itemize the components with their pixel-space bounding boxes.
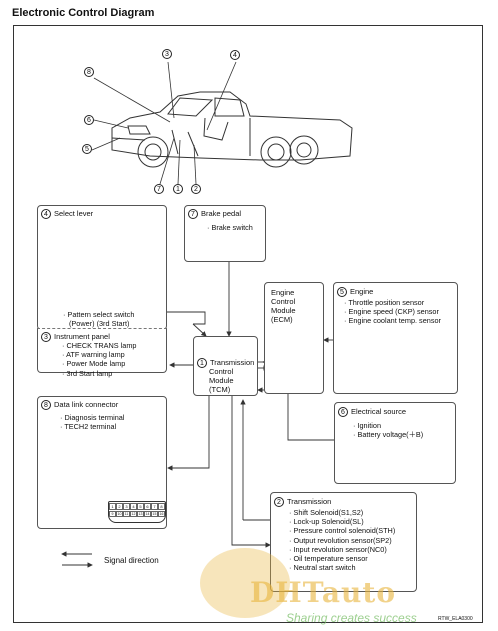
image-code: RTW_ELA0300 bbox=[438, 616, 473, 622]
list-item: · Engine speed (CKP) sensor bbox=[344, 307, 439, 317]
tcm-line-2: Control bbox=[209, 367, 234, 376]
callout-2: 2 bbox=[191, 184, 201, 194]
watermark-logo-mark bbox=[200, 548, 290, 618]
list-item: · Output revolution sensor(SP2) bbox=[289, 535, 392, 545]
dlc-pin: 10 bbox=[116, 511, 123, 517]
transmission-items: · Shift Solenoid(S1,S2) · Lock-up Soleno… bbox=[289, 508, 395, 572]
list-item: · Engine coolant temp. sensor bbox=[344, 316, 441, 326]
dlc-pin: 9 bbox=[109, 511, 116, 517]
list-item: · CHECK TRANS lamp bbox=[62, 341, 137, 350]
callout-8: 8 bbox=[84, 67, 94, 77]
list-item: · Shift Solenoid(S1,S2) bbox=[289, 508, 364, 517]
select-lever-items: · Pattern select switch (Power) (3rd Sta… bbox=[63, 310, 134, 328]
list-item: · Oil temperature sensor bbox=[289, 554, 368, 564]
instrument-panel-items: · CHECK TRANS lamp · ATF warning lamp · … bbox=[62, 341, 136, 378]
list-item: · Power Mode lamp bbox=[62, 359, 126, 369]
dlc-pin: 15 bbox=[151, 511, 158, 517]
dlc-pin: 3 bbox=[123, 503, 130, 510]
select-lever-number: 4 bbox=[41, 209, 51, 219]
ecm-line-1: Engine bbox=[271, 288, 295, 297]
list-item: · Lock-up Solenoid(SL) bbox=[289, 517, 364, 527]
list-item: · Pattern select switch bbox=[63, 310, 135, 319]
electrical-source-items: · Ignition · Battery voltage(＋B) bbox=[353, 421, 423, 439]
dlc-pin: 16 bbox=[158, 511, 165, 517]
callout-3: 3 bbox=[162, 49, 172, 59]
callout-6: 6 bbox=[84, 115, 94, 125]
watermark-brand: DHTauto bbox=[250, 576, 397, 609]
list-item: · TECH2 terminal bbox=[60, 422, 117, 432]
dlc-pin: 12 bbox=[130, 511, 137, 517]
page-title: Electronic Control Diagram bbox=[12, 7, 155, 19]
list-item: · 3rd Start lamp bbox=[62, 368, 113, 378]
brake-pedal-items: · Brake switch bbox=[207, 223, 253, 232]
list-item: · ATF warning lamp bbox=[62, 350, 125, 360]
callout-5: 5 bbox=[82, 144, 92, 154]
list-item: · Input revolution sensor(NC0) bbox=[289, 544, 387, 554]
diagram-frame bbox=[13, 25, 483, 623]
callout-1: 1 bbox=[173, 184, 183, 194]
watermark-tagline: Sharing creates success bbox=[286, 611, 417, 625]
dlc-pin: 14 bbox=[144, 511, 151, 517]
list-item: · Brake switch bbox=[207, 223, 253, 232]
dlc-pin: 13 bbox=[137, 511, 144, 517]
list-item: · Throttle position sensor bbox=[344, 298, 425, 307]
callout-7: 7 bbox=[154, 184, 164, 194]
tcm-line-3: Module bbox=[209, 376, 234, 385]
tcm-line-4: (TCM) bbox=[209, 385, 231, 394]
dlc-connector: 1 2 3 4 5 6 7 8 9 10 11 12 13 14 15 16 bbox=[108, 501, 166, 523]
ecm-line-4: (ECM) bbox=[271, 315, 293, 324]
dlc-pin: 11 bbox=[123, 511, 130, 517]
dlc-pin: 4 bbox=[130, 503, 137, 510]
engine-items: · Throttle position sensor · Engine spee… bbox=[344, 298, 441, 326]
list-item: (Power) (3rd Start) bbox=[69, 319, 130, 329]
list-item: · Diagnosis terminal bbox=[60, 413, 125, 422]
dlc-pin: 7 bbox=[151, 503, 158, 510]
callout-4: 4 bbox=[230, 50, 240, 60]
ecm-box: Engine Control Module (ECM) bbox=[264, 282, 324, 394]
ecm-line-3: Module bbox=[271, 306, 296, 315]
list-item: · Pressure control solenoid(STH) bbox=[289, 526, 396, 536]
ecm-line-2: Control bbox=[271, 297, 296, 306]
list-item: · Battery voltage(＋B) bbox=[353, 430, 424, 440]
list-item: · Ignition bbox=[353, 421, 381, 430]
vehicle-illustration bbox=[111, 91, 353, 168]
dlc-items: · Diagnosis terminal · TECH2 terminal bbox=[60, 413, 125, 431]
list-item: · Neutral start switch bbox=[289, 563, 356, 573]
dlc-pin: 5 bbox=[137, 503, 144, 510]
dlc-pin: 6 bbox=[144, 503, 151, 510]
dlc-pin: 2 bbox=[116, 503, 123, 510]
dlc-pin: 8 bbox=[158, 503, 165, 510]
dlc-pin: 1 bbox=[109, 503, 116, 510]
legend-label: Signal direction bbox=[104, 556, 159, 565]
